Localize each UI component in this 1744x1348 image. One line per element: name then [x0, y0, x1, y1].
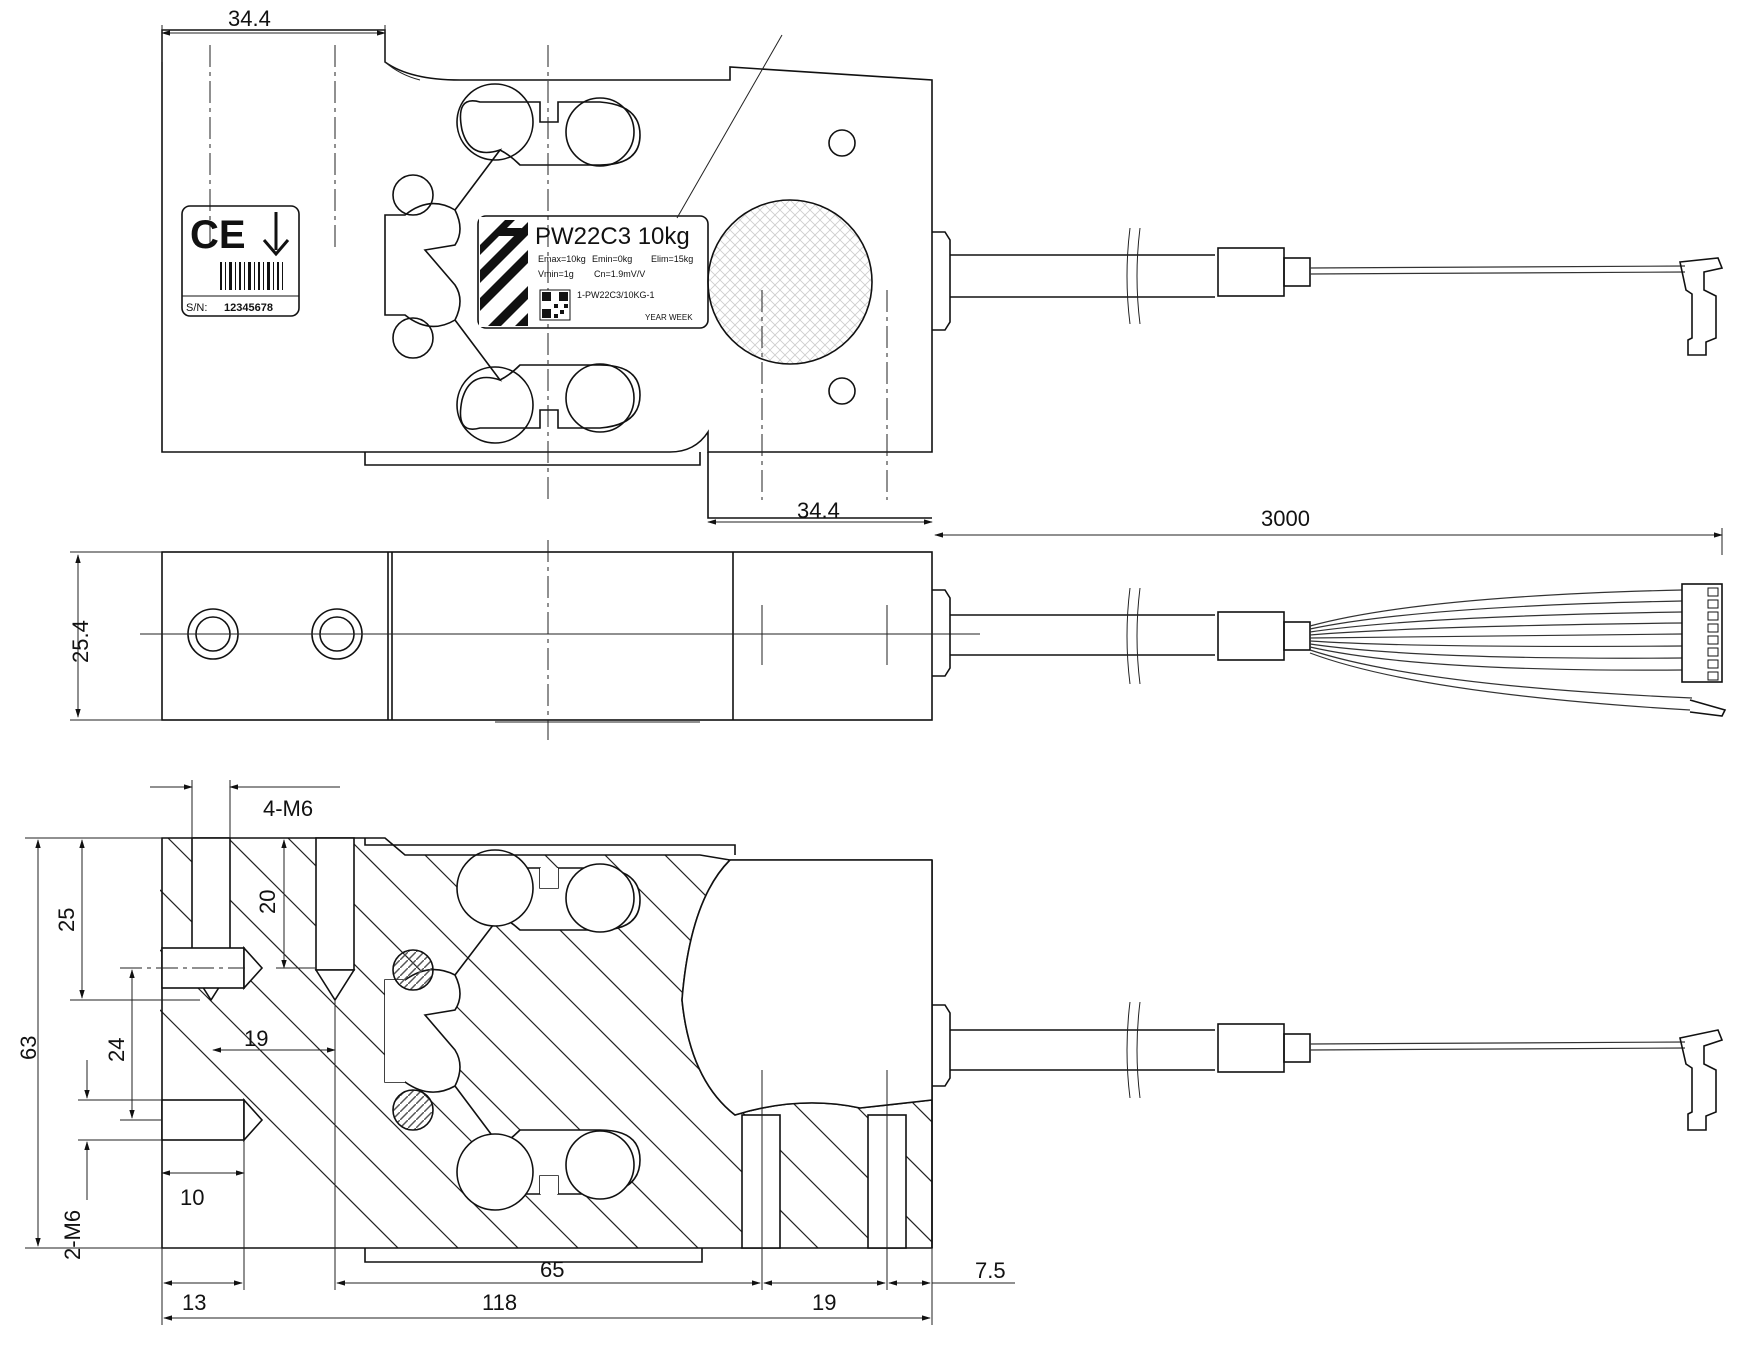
ce-plate-border	[181, 205, 300, 317]
dim-left-offset: 13	[182, 1290, 206, 1315]
top-view-lobe-ul	[456, 83, 534, 161]
dim-hole-spacing-h: 19	[244, 1026, 268, 1051]
top-view-mount-hole-upper	[828, 129, 856, 157]
dim-thread-depth: 20	[255, 890, 280, 914]
serial-label: S/N:	[186, 302, 207, 314]
brand-stripes-icon	[480, 220, 528, 326]
side-cable-break-mark	[1126, 587, 1141, 685]
strain-gauge-upper	[392, 949, 434, 991]
wire-terminal-block	[1681, 583, 1723, 683]
top-view: CE S/N: 12345678	[161, 6, 1724, 555]
top-view-lower-plate	[364, 452, 701, 466]
section-cable-ferrule	[1217, 1023, 1285, 1073]
section-cable-connector	[1679, 1029, 1724, 1131]
dim-hole-spacing-v: 24	[104, 1038, 129, 1062]
product-label: PW22C3 10kg Emax=10kg Emin=0kg Elim=15kg…	[477, 215, 709, 329]
label-part-number: 1-PW22C3/10KG-1	[577, 290, 655, 300]
side-view-body	[161, 551, 933, 721]
dim-span: 65	[540, 1257, 564, 1282]
strain-gauge-lower	[392, 1089, 434, 1131]
cable-connector	[1679, 257, 1724, 356]
dim-thread-side: 2-M6	[60, 1210, 85, 1260]
top-view-chamfer	[384, 61, 421, 81]
drain-wire-tip	[1689, 699, 1727, 717]
section-cable-gland	[932, 1004, 951, 1087]
top-view-load-pad	[707, 199, 873, 365]
dim-mount-spacing: 19	[812, 1290, 836, 1315]
label-leader-line	[676, 34, 783, 219]
dim-top-offset: 25	[54, 908, 79, 932]
label-elim: Elim=15kg	[651, 254, 693, 264]
side-view: 25.4	[68, 540, 1727, 740]
top-view-flexure-hole-upper	[392, 174, 434, 216]
top-view-lobe-ll	[456, 366, 534, 444]
cable-ferrule	[1217, 247, 1285, 297]
dim-top-width: 34.4	[228, 6, 271, 31]
cable-gland	[932, 231, 951, 331]
serial-value: 12345678	[224, 302, 273, 314]
section-top-plate	[364, 838, 736, 855]
arrow-down-icon	[262, 212, 290, 257]
top-view-mount-hole-lower	[828, 377, 856, 405]
top-view-cable	[932, 227, 1724, 356]
ce-plate: CE S/N: 12345678	[181, 205, 300, 317]
label-emin: Emin=0kg	[592, 254, 632, 264]
side-cable-ferrule	[1217, 611, 1285, 661]
label-emax: Emax=10kg	[538, 254, 586, 264]
product-label-border	[477, 215, 709, 329]
dim-overall-length: 118	[482, 1290, 517, 1315]
dim-mount-width: 34.4	[797, 498, 840, 523]
label-model: PW22C3 10kg	[535, 223, 690, 250]
section-mount-hole-1	[741, 1114, 781, 1249]
dim-end-offset: 7.5	[975, 1258, 1006, 1283]
section-side-thread-hole	[161, 1099, 245, 1141]
top-view-mount-tab	[707, 452, 932, 519]
top-view-lobe-ur	[565, 97, 635, 167]
section-view: 4-M6 20 25 63 24 19 2-M6 10 13 118	[16, 780, 1724, 1325]
cable-sleeve	[1283, 257, 1311, 287]
dim-side-depth: 10	[180, 1185, 204, 1210]
side-view-cable	[932, 583, 1727, 717]
section-cable	[932, 1001, 1724, 1131]
label-year-week: YEAR WEEK	[645, 313, 693, 322]
ce-mark: CE	[190, 213, 246, 257]
label-vmin: Vmin=1g	[538, 269, 574, 279]
section-thread-hole-2	[315, 837, 355, 971]
barcode-icon	[220, 262, 283, 290]
top-view-flexure-hole-lower	[392, 317, 434, 359]
dim-thread-top: 4-M6	[263, 796, 313, 821]
dim-total-height: 63	[16, 1036, 41, 1060]
top-view-beam-cutout	[384, 100, 641, 430]
section-cable-sleeve	[1283, 1033, 1311, 1063]
dim-cable-length: 3000	[1261, 506, 1310, 531]
cable-break-mark	[1126, 227, 1141, 325]
terminal-pins	[1707, 587, 1719, 681]
side-cable-gland	[932, 589, 951, 677]
qr-code-icon	[539, 289, 571, 321]
top-view-body-outline	[161, 29, 933, 453]
dim-height-side: 25.4	[68, 620, 93, 663]
section-bottom-plate	[364, 1248, 703, 1263]
label-cn: Cn=1.9mV/V	[594, 269, 645, 279]
side-cable-sleeve	[1283, 621, 1311, 651]
top-view-lobe-lr	[565, 363, 635, 433]
